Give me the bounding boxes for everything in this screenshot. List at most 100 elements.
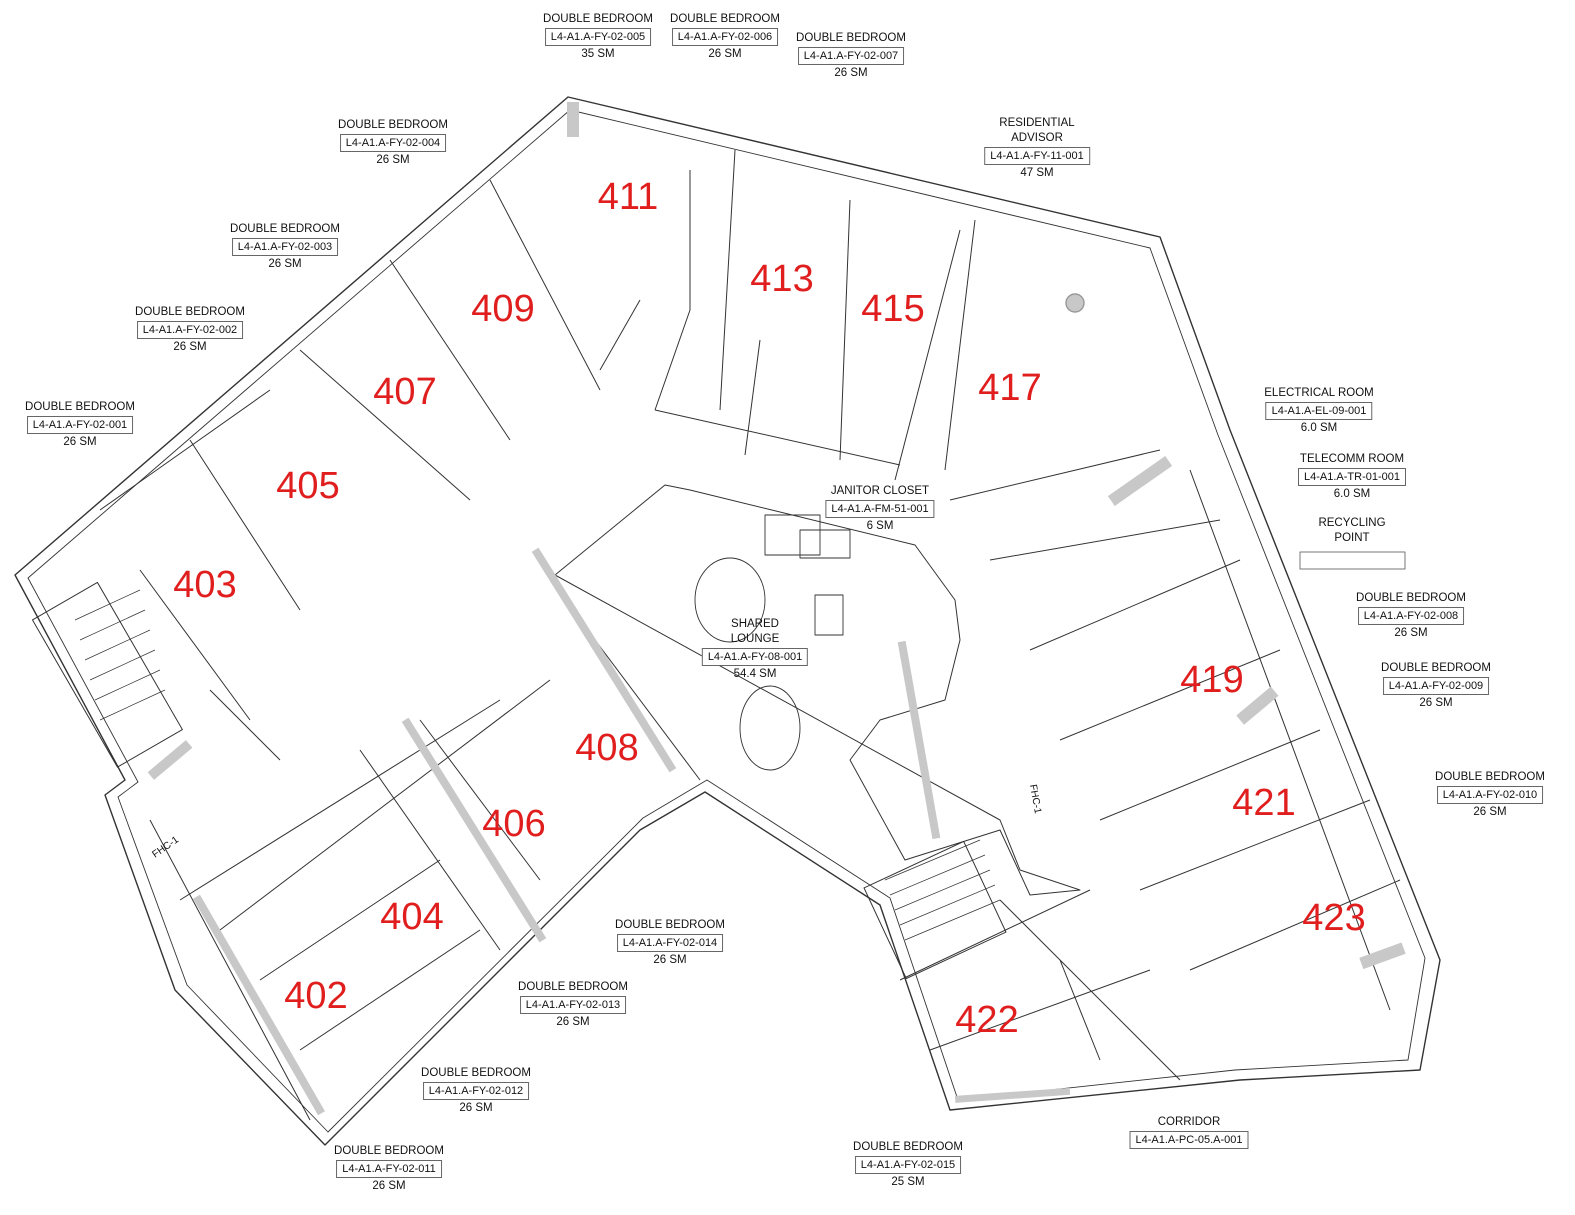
room-label-area: 26 SM [556,1016,590,1028]
room-label-fy-02-006: DOUBLE BEDROOM L4-A1.A-FY-02-006 26 SM [670,12,780,62]
room-label-area: 26 SM [1473,806,1507,818]
shade-wall [193,894,325,1116]
west-stair [31,581,183,768]
exterior-wall-outer [14,96,1441,1146]
room-label-code: L4-A1.A-FY-02-015 [854,1156,962,1174]
room-label-name: DOUBLE BEDROOM [334,1145,444,1157]
partition-lines-west [99,179,601,761]
room-label-fy-02-008: DOUBLE BEDROOM L4-A1.A-FY-02-008 26 SM [1356,591,1466,641]
shade-wall [897,640,941,840]
room-label-name: DOUBLE BEDROOM [1356,592,1466,604]
room-number-413: 413 [750,258,814,300]
room-label-name: LOUNGE [730,633,780,645]
room-label-area: 26 SM [372,1180,406,1192]
room-label-code: L4-A1.A-FY-02-005 [544,28,652,46]
room-label-area: 6.0 SM [1333,488,1371,500]
room-number-415: 415 [861,288,925,330]
room-label-code: L4-A1.A-FY-02-001 [26,416,134,434]
room-label-fy-02-009: DOUBLE BEDROOM L4-A1.A-FY-02-009 26 SM [1381,661,1491,711]
room-label-fy-02-010: DOUBLE BEDROOM L4-A1.A-FY-02-010 26 SM [1435,770,1545,820]
room-label-name: DOUBLE BEDROOM [1381,662,1491,674]
room-label-area: 26 SM [1419,697,1453,709]
room-label-area: 26 SM [173,341,207,353]
room-number-405: 405 [276,465,340,507]
lounge-rug-south [739,685,801,771]
room-label-area: 26 SM [834,67,868,79]
room-number-417: 417 [978,367,1042,409]
recycling-point-box [1299,551,1406,570]
room-label-corridor: CORRIDOR L4-A1.A-PC-05.A-001 [1129,1115,1249,1150]
shade-column [567,102,579,137]
room-label-name: DOUBLE BEDROOM [615,919,725,931]
room-number-402: 402 [284,975,348,1017]
room-label-residential-advisor: RESIDENTIAL ADVISOR L4-A1.A-FY-11-001 47… [984,116,1090,181]
lounge-kitchen [799,529,851,559]
room-number-409: 409 [471,288,535,330]
room-label-fy-02-011: DOUBLE BEDROOM L4-A1.A-FY-02-011 26 SM [334,1144,444,1194]
room-label-area: 6 SM [866,520,894,532]
room-label-name: RECYCLING [1318,517,1386,529]
room-label-name: DOUBLE BEDROOM [853,1141,963,1153]
room-label-fy-02-001: DOUBLE BEDROOM L4-A1.A-FY-02-001 26 SM [25,400,135,450]
room-label-name: CORRIDOR [1157,1116,1221,1128]
shade-column [954,1087,1071,1103]
room-label-code: L4-A1.A-FY-02-012 [422,1082,530,1100]
room-label-area: 25 SM [891,1176,925,1188]
room-label-area: 26 SM [459,1102,493,1114]
room-label-name: DOUBLE BEDROOM [670,13,780,25]
lounge-counter [764,514,821,556]
partition-lines-southwest [149,579,701,1121]
room-label-code: L4-A1.A-FY-02-006 [671,28,779,46]
room-label-area: 26 SM [376,154,410,166]
room-label-name: DOUBLE BEDROOM [796,32,906,44]
room-number-404: 404 [380,896,444,938]
lounge-table [814,594,844,636]
room-label-name: DOUBLE BEDROOM [135,306,245,318]
room-label-fy-02-002: DOUBLE BEDROOM L4-A1.A-FY-02-002 26 SM [135,305,245,355]
room-label-code: L4-A1.A-FY-02-007 [797,47,905,65]
shade-wall [531,547,677,773]
lounge-rug-north [694,557,766,643]
shade-wall [401,717,547,943]
room-label-code: L4-A1.A-FY-02-003 [231,238,339,256]
room-label-name: DOUBLE BEDROOM [338,119,448,131]
room-label-name: DOUBLE BEDROOM [1435,771,1545,783]
ra-round-table [1065,293,1085,313]
shade-column [1107,456,1173,506]
room-label-shared-lounge: SHARED LOUNGE L4-A1.A-FY-08-001 54.4 SM [701,617,809,682]
room-label-fy-02-005: DOUBLE BEDROOM L4-A1.A-FY-02-005 35 SM [543,12,653,62]
shade-column [147,740,193,780]
room-label-name: DOUBLE BEDROOM [230,223,340,235]
room-label-name: POINT [1334,532,1370,544]
room-label-name: JANITOR CLOSET [830,485,930,497]
room-label-area: 26 SM [63,436,97,448]
room-label-code: L4-A1.A-TR-01-001 [1298,468,1406,486]
room-label-electrical-room: ELECTRICAL ROOM L4-A1.A-EL-09-001 6.0 SM [1264,386,1373,436]
room-label-code: L4-A1.A-FM-51-001 [825,500,935,518]
room-label-code: L4-A1.A-FY-02-004 [339,134,447,152]
room-label-area: 47 SM [1020,167,1054,179]
room-number-403: 403 [173,564,237,606]
room-label-name: SHARED [731,618,779,630]
room-label-name: DOUBLE BEDROOM [25,401,135,413]
room-label-code: L4-A1.A-FY-02-010 [1436,786,1544,804]
room-label-code: L4-A1.A-PC-05.A-001 [1129,1131,1249,1149]
exterior-wall-inner [27,109,1426,1133]
interior-core-wall [554,484,1081,896]
room-label-janitor-closet: JANITOR CLOSET L4-A1.A-FM-51-001 6 SM [825,484,935,534]
room-label-recycling-point: RECYCLING POINT [1318,516,1385,546]
room-label-area: 26 SM [653,954,687,966]
room-label-code: L4-A1.A-FY-02-008 [1357,607,1465,625]
central-stair-treads [884,839,1001,941]
room-label-fy-02-004: DOUBLE BEDROOM L4-A1.A-FY-02-004 26 SM [338,118,448,168]
room-number-423: 423 [1302,897,1366,939]
room-label-code: L4-A1.A-FY-11-001 [984,147,1090,165]
room-label-name: RESIDENTIAL [999,117,1075,129]
room-label-area: 6.0 SM [1300,422,1338,434]
room-label-code: L4-A1.A-FY-02-009 [1382,677,1490,695]
room-number-407: 407 [373,371,437,413]
room-label-fy-02-012: DOUBLE BEDROOM L4-A1.A-FY-02-012 26 SM [421,1066,531,1116]
room-label-fy-02-013: DOUBLE BEDROOM L4-A1.A-FY-02-013 26 SM [518,980,628,1030]
partition-lines-east [949,449,1401,1011]
room-label-fy-02-014: DOUBLE BEDROOM L4-A1.A-FY-02-014 26 SM [615,918,725,968]
